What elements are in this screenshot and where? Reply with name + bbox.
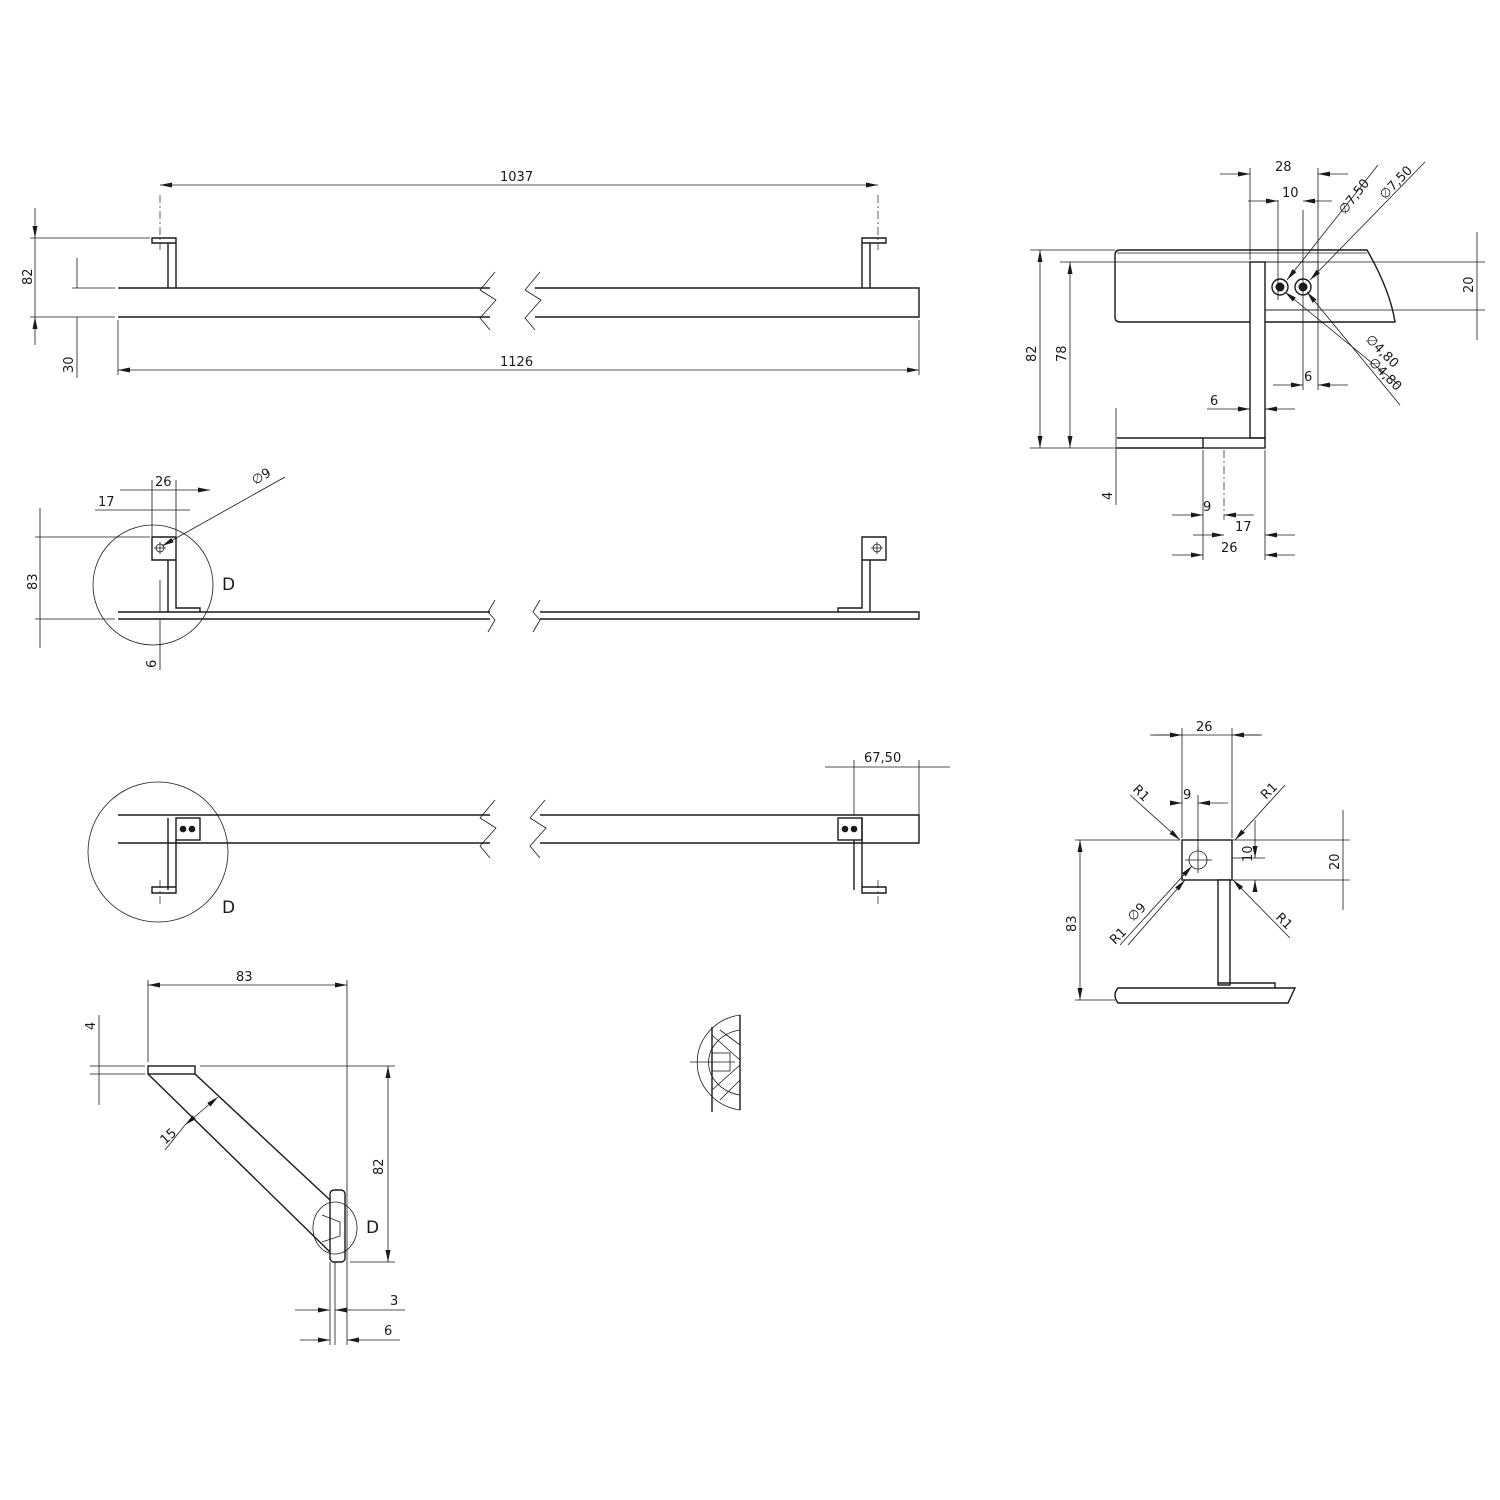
dim-label: 10 [1241,845,1256,862]
dim-label: 1126 [500,355,533,370]
side-view: D 83 4 15 82 3 6 [84,970,405,1345]
dim-label: 26 [1221,541,1238,556]
dim-label: R1 [1258,780,1281,803]
dim-label: 78 [1055,345,1070,362]
dim-label: 83 [1065,915,1080,932]
dim-label: 30 [62,356,77,373]
bottom-view: D 67,50 [87,751,950,923]
dim-label: 26 [1196,720,1213,735]
detail-label: D [222,575,235,595]
dim-label: 1037 [500,170,533,185]
dim-label: R1 [1129,782,1152,805]
dim-label: 20 [1328,853,1343,870]
dim-label: 6 [1210,394,1218,409]
dim-label: 4 [1101,492,1116,500]
dim-label: 20 [1462,276,1477,293]
dim-label: 28 [1275,160,1292,175]
side-detail-right: 28 10 ∅7,50 ∅7,50 20 82 78 ∅4,80 ∅4,80 6… [1025,160,1485,560]
dim-label: 26 [155,475,172,490]
detail-circle [92,524,214,646]
top-view: D 26 17 ∅9 83 6 [26,466,920,670]
dim-label: 6 [384,1324,392,1339]
dim-label: R1 [1107,925,1130,948]
dim-label: 82 [1025,345,1040,362]
dim-label: 83 [26,573,41,590]
dim-label: 17 [98,495,115,510]
dim-label: 9 [1203,500,1211,515]
dim-label: 67,50 [864,751,901,766]
dim-label: ∅9 [1125,900,1149,924]
detail-d [690,1014,741,1112]
dim-label: R1 [1272,910,1295,933]
dim-label: 15 [158,1126,180,1148]
dim-label: 6 [145,660,160,668]
dim-label: 17 [1235,520,1252,535]
dim-label: 9 [1183,788,1191,803]
front-view: 1037 1126 82 30 [21,170,920,378]
dim-label: 3 [390,1294,398,1309]
block-detail: 26 9 R1 R1 R1 R1 ∅9 10 20 83 [1065,720,1350,1004]
break-mark [479,271,542,331]
dim-label: 82 [372,1158,387,1175]
detail-label: D [366,1218,379,1238]
dim-label: 10 [1282,186,1299,201]
left-bracket [151,237,177,288]
dim-label: ∅7,50 [1377,163,1416,202]
detail-label: D [222,898,235,918]
dim-label: 4 [84,1022,99,1030]
dim-label: 83 [236,970,253,985]
towel-bar [118,287,920,318]
dim-label: 6 [1304,370,1312,385]
dim-label: 82 [21,268,36,285]
dim-label: ∅7,50 [1336,176,1373,217]
right-bracket [861,237,887,288]
